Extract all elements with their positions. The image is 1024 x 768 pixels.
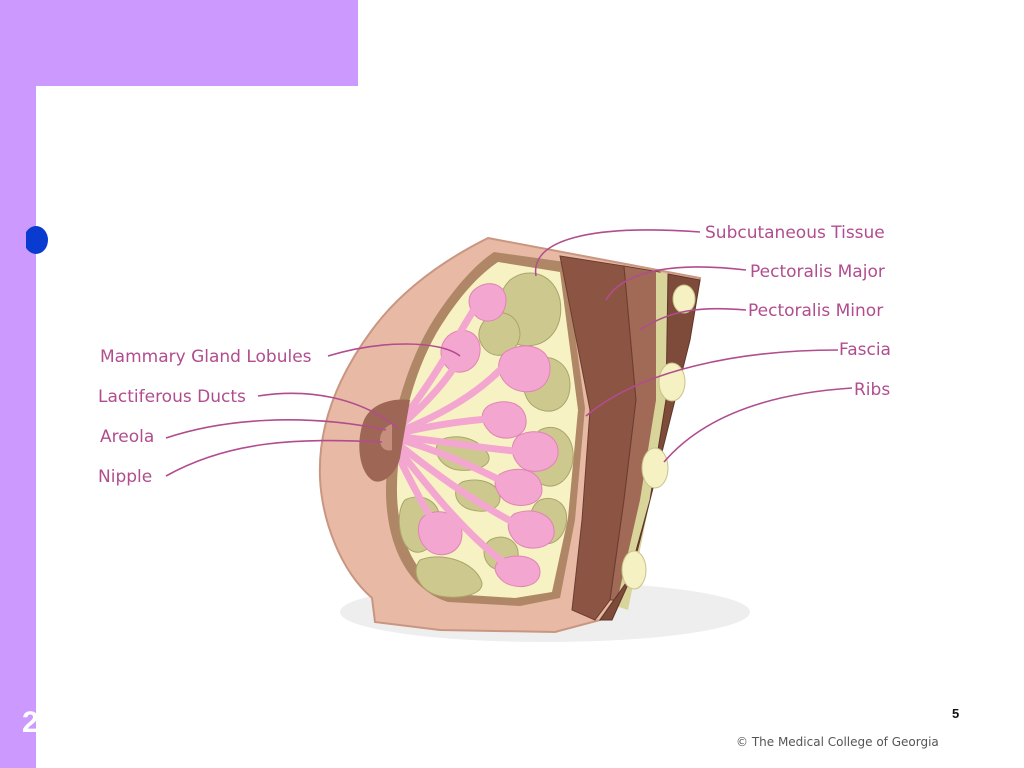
- leader-lines: [165, 229, 853, 477]
- label-lactiferous-ducts: Lactiferous Ducts: [98, 387, 246, 407]
- label-pectoralis-major: Pectoralis Major: [750, 262, 885, 282]
- label-areola: Areola: [100, 427, 154, 447]
- label-subcutaneous-tissue: Subcutaneous Tissue: [705, 223, 885, 243]
- slide-number-left: 2: [22, 706, 39, 739]
- ribs: [621, 284, 696, 590]
- label-fascia: Fascia: [839, 340, 891, 360]
- label-mammary-gland-lobules: Mammary Gland Lobules: [100, 347, 312, 367]
- slide-top-accent-block: [0, 0, 358, 86]
- label-nipple: Nipple: [98, 467, 152, 487]
- bullet-dot: [26, 226, 48, 254]
- slide-corner-curve: [86, 86, 176, 126]
- slide-left-accent-bar: [0, 0, 36, 768]
- label-ribs: Ribs: [854, 380, 890, 400]
- slide-number-right: 5: [952, 706, 960, 721]
- label-pectoralis-minor: Pectoralis Minor: [748, 301, 883, 321]
- copyright-notice: © The Medical College of Georgia: [736, 735, 939, 749]
- nipple: [380, 424, 392, 451]
- fascia: [616, 272, 668, 610]
